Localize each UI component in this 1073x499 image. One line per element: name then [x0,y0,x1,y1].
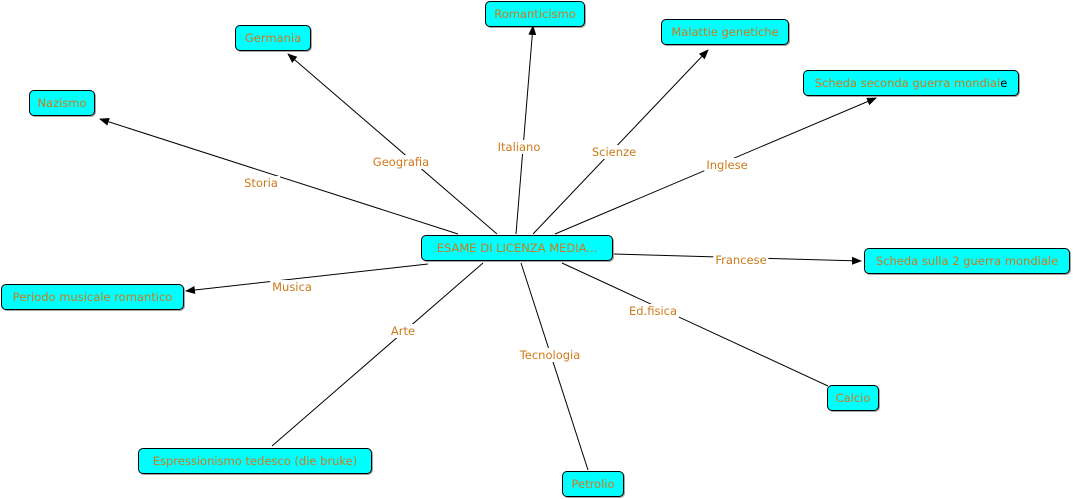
scheda-seconda-text: Scheda seconda guerra mondial [814,76,1001,90]
link-label-arte: Arte [388,324,418,338]
link-label-tecnologia: Tecnologia [517,348,583,362]
concept-node-scheda-2-guerra[interactable]: Scheda sulla 2 guerra mondiale [864,248,1070,274]
link-label-scienze: Scienze [589,145,639,159]
link-label-musica: Musica [270,280,314,294]
link-line-arte [271,262,484,447]
concept-node-calcio[interactable]: Calcio [827,385,879,411]
link-label-geografia: Geografia [370,155,432,169]
link-label-storia: Storia [242,176,280,190]
link-label-francese: Francese [713,253,769,267]
concept-node-malattie-genetiche[interactable]: Malattie genetiche [661,19,789,45]
link-label-inglese: Inglese [704,158,750,172]
concept-node-periodo-musicale[interactable]: Periodo musicale romantico [1,284,184,310]
concept-node-espressionismo[interactable]: Espressionismo tedesco (die bruke) [138,448,372,474]
concept-node-scheda-seconda-guerra[interactable]: Scheda seconda guerra mondiale [803,70,1019,96]
link-line-musica [185,263,429,294]
concept-node-germania[interactable]: Germania [235,25,311,51]
link-line-italiano [515,25,537,235]
concept-node-nazismo[interactable]: Nazismo [29,90,95,116]
link-line-edfisica [561,262,829,387]
concept-node-romanticismo[interactable]: Romanticismo [485,1,585,27]
link-line-tecnologia [520,262,589,471]
central-concept-node[interactable]: ESAME DI LICENZA MEDIA... [421,235,613,261]
concept-node-petrolio[interactable]: Petrolio [562,471,624,497]
link-label-edfisica: Ed.fisica [626,304,680,318]
link-label-italiano: Italiano [495,140,543,154]
link-line-geografia [287,53,498,235]
scheda-seconda-text-tail: e [1000,76,1008,90]
link-line-scienze [532,49,709,235]
